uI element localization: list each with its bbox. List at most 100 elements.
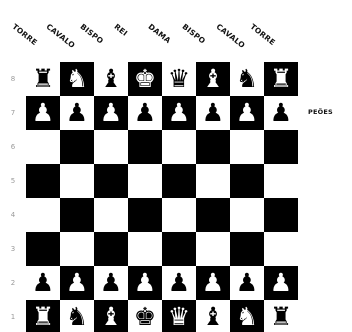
square-b1: ♞ bbox=[60, 300, 94, 332]
pawn-icon: ♟ bbox=[270, 96, 292, 130]
queen-icon: ♛ bbox=[168, 62, 190, 96]
square-e2: ♟ bbox=[162, 266, 196, 300]
square-e8: ♛ bbox=[162, 62, 196, 96]
square-d6 bbox=[128, 130, 162, 164]
square-f8: ♝ bbox=[196, 62, 230, 96]
square-g1: ♞ bbox=[230, 300, 264, 332]
square-h7: ♟ bbox=[264, 96, 298, 130]
square-h8: ♜ bbox=[264, 62, 298, 96]
bishop-icon: ♝ bbox=[202, 300, 224, 332]
rook-icon: ♜ bbox=[32, 62, 54, 96]
square-d2: ♟ bbox=[128, 266, 162, 300]
rank-label-7: 7 bbox=[8, 108, 18, 118]
square-a7: ♟ bbox=[26, 96, 60, 130]
knight-icon: ♞ bbox=[236, 62, 258, 96]
piece-name-d: REI bbox=[112, 22, 129, 38]
square-b8: ♞ bbox=[60, 62, 94, 96]
square-e3 bbox=[162, 232, 196, 266]
rook-icon: ♜ bbox=[270, 62, 292, 96]
square-c7: ♟ bbox=[94, 96, 128, 130]
square-d5 bbox=[128, 164, 162, 198]
rook-icon: ♜ bbox=[270, 300, 292, 332]
square-h1: ♜ bbox=[264, 300, 298, 332]
pawn-icon: ♟ bbox=[270, 266, 292, 300]
square-c4 bbox=[94, 198, 128, 232]
pawn-icon: ♟ bbox=[100, 266, 122, 300]
piece-name-h: TORRE bbox=[248, 22, 277, 47]
knight-icon: ♞ bbox=[66, 300, 88, 332]
square-a5 bbox=[26, 164, 60, 198]
square-a8: ♜ bbox=[26, 62, 60, 96]
rank-label-5: 5 bbox=[8, 176, 18, 186]
square-f2: ♟ bbox=[196, 266, 230, 300]
square-b5 bbox=[60, 164, 94, 198]
bishop-icon: ♝ bbox=[202, 62, 224, 96]
square-a4 bbox=[26, 198, 60, 232]
rank-label-8: 8 bbox=[8, 74, 18, 84]
rank-label-4: 4 bbox=[8, 210, 18, 220]
square-g2: ♟ bbox=[230, 266, 264, 300]
rook-icon: ♜ bbox=[32, 300, 54, 332]
square-c2: ♟ bbox=[94, 266, 128, 300]
square-g3 bbox=[230, 232, 264, 266]
square-e4 bbox=[162, 198, 196, 232]
square-f4 bbox=[196, 198, 230, 232]
square-c6 bbox=[94, 130, 128, 164]
pawn-icon: ♟ bbox=[202, 266, 224, 300]
square-a3 bbox=[26, 232, 60, 266]
square-h2: ♟ bbox=[264, 266, 298, 300]
square-g5 bbox=[230, 164, 264, 198]
square-g7: ♟ bbox=[230, 96, 264, 130]
square-h5 bbox=[264, 164, 298, 198]
rank-label-2: 2 bbox=[8, 278, 18, 288]
square-b7: ♟ bbox=[60, 96, 94, 130]
square-h3 bbox=[264, 232, 298, 266]
square-d3 bbox=[128, 232, 162, 266]
king-icon: ♚ bbox=[134, 62, 156, 96]
square-g4 bbox=[230, 198, 264, 232]
square-g6 bbox=[230, 130, 264, 164]
pawn-label: PEÕES bbox=[308, 108, 333, 116]
pawn-icon: ♟ bbox=[236, 266, 258, 300]
square-c5 bbox=[94, 164, 128, 198]
square-c8: ♝ bbox=[94, 62, 128, 96]
pawn-icon: ♟ bbox=[66, 96, 88, 130]
square-e7: ♟ bbox=[162, 96, 196, 130]
king-icon: ♚ bbox=[134, 300, 156, 332]
knight-icon: ♞ bbox=[236, 300, 258, 332]
pawn-icon: ♟ bbox=[134, 96, 156, 130]
square-d4 bbox=[128, 198, 162, 232]
pawn-icon: ♟ bbox=[168, 96, 190, 130]
square-f5 bbox=[196, 164, 230, 198]
square-a6 bbox=[26, 130, 60, 164]
square-f1: ♝ bbox=[196, 300, 230, 332]
square-b3 bbox=[60, 232, 94, 266]
piece-name-e: DAMA bbox=[146, 22, 172, 45]
rank-label-1: 1 bbox=[8, 312, 18, 322]
rank-label-6: 6 bbox=[8, 142, 18, 152]
square-e6 bbox=[162, 130, 196, 164]
piece-name-f: BISPO bbox=[180, 22, 207, 46]
piece-name-a: TORRE bbox=[10, 22, 39, 47]
knight-icon: ♞ bbox=[66, 62, 88, 96]
piece-name-b: CAVALO bbox=[44, 22, 76, 50]
square-d8: ♚ bbox=[128, 62, 162, 96]
pawn-icon: ♟ bbox=[168, 266, 190, 300]
square-a2: ♟ bbox=[26, 266, 60, 300]
bishop-icon: ♝ bbox=[100, 62, 122, 96]
square-e5 bbox=[162, 164, 196, 198]
square-b4 bbox=[60, 198, 94, 232]
square-f3 bbox=[196, 232, 230, 266]
pawn-icon: ♟ bbox=[100, 96, 122, 130]
square-c1: ♝ bbox=[94, 300, 128, 332]
pawn-icon: ♟ bbox=[202, 96, 224, 130]
square-g8: ♞ bbox=[230, 62, 264, 96]
pawn-icon: ♟ bbox=[32, 266, 54, 300]
square-h4 bbox=[264, 198, 298, 232]
rank-label-3: 3 bbox=[8, 244, 18, 254]
pawn-icon: ♟ bbox=[236, 96, 258, 130]
square-c3 bbox=[94, 232, 128, 266]
piece-name-c: BISPO bbox=[78, 22, 105, 46]
square-b6 bbox=[60, 130, 94, 164]
